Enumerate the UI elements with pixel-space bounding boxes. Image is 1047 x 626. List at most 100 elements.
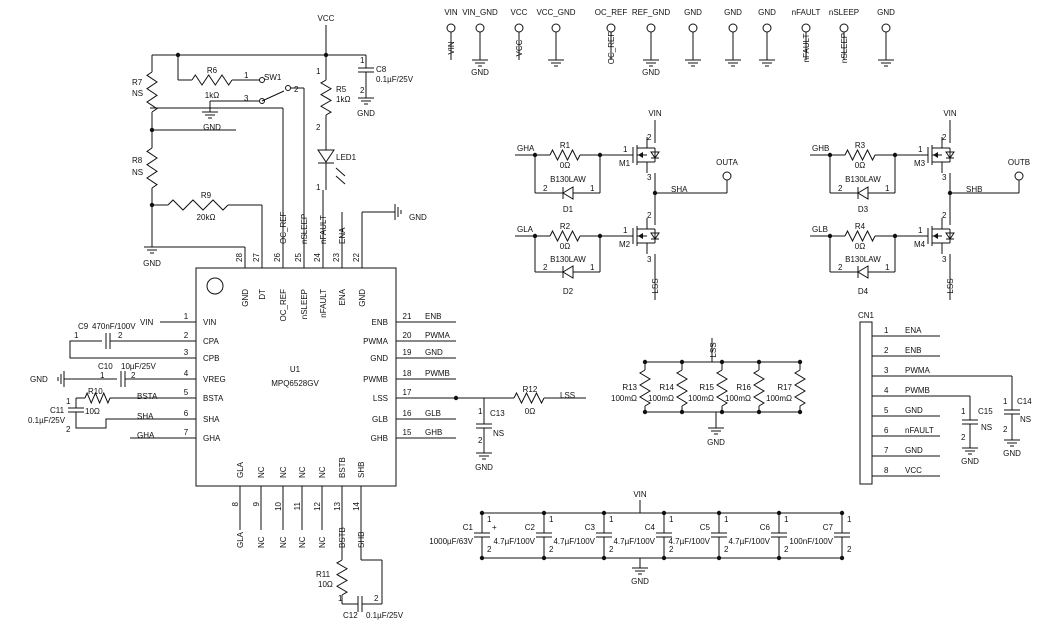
pin-number: 1 [847, 515, 852, 524]
polarity-mark: + [492, 523, 497, 532]
junction-dot [839, 555, 845, 561]
ref-r6: R6 [207, 66, 218, 75]
pin-name: GLA [236, 461, 245, 478]
net-label: PWMA [905, 366, 931, 375]
pin-name: NC [298, 466, 307, 478]
val-sense: 100mΩ [766, 394, 792, 403]
pin-number: 7 [884, 446, 889, 455]
ref-r5: R5 [336, 85, 347, 94]
led-icon [335, 167, 346, 177]
val-c15: NS [981, 423, 992, 432]
pin-number: 1 [918, 226, 923, 235]
val-sense: 100mΩ [688, 394, 714, 403]
val-c13: NS [493, 429, 504, 438]
val-res: 0Ω [855, 161, 865, 170]
header-label: REF_GND [632, 8, 670, 17]
gnd-label: GND [203, 123, 221, 132]
pin-number: 2 [1003, 425, 1008, 434]
pin-number: 3 [942, 173, 947, 182]
wire [69, 340, 160, 359]
net-label: GLA [236, 531, 245, 548]
connector-pin [551, 23, 561, 33]
junction-dot [892, 233, 898, 239]
val-c10: 10µF/25V [121, 362, 157, 371]
val-c11: 0.1µF/25V [28, 416, 66, 425]
mosfet-low [650, 232, 660, 240]
header-label: GND [758, 8, 776, 17]
pin-number: 2 [374, 594, 379, 603]
pin-name: OC_REF [279, 289, 288, 322]
val-res: 0Ω [560, 242, 570, 251]
net-label: VIN [447, 41, 456, 55]
val-r10: 10Ω [85, 407, 100, 416]
pin-name: GHB [371, 434, 388, 443]
gnd-label: GND [357, 109, 375, 118]
net-label: GND [471, 68, 489, 77]
net-label: SHB [357, 532, 366, 548]
net-label: GHA [137, 431, 155, 440]
header-label: OC_REF [595, 8, 628, 17]
pin-number: 19 [403, 348, 412, 357]
pin-number: 2 [647, 133, 652, 142]
pin-name: LSS [373, 394, 388, 403]
pin-number: 5 [184, 388, 189, 397]
ref-cn1: CN1 [858, 311, 875, 320]
net-label: SHB [966, 185, 982, 194]
pin-name: GHA [203, 434, 221, 443]
val-r12: 0Ω [525, 407, 535, 416]
ref-fet: M2 [619, 240, 631, 249]
pin-number: 3 [184, 348, 189, 357]
val-sense: 100mΩ [725, 394, 751, 403]
pin-name: SHB [357, 462, 366, 478]
resistor-r12 [513, 391, 545, 405]
net-label: LSS [946, 278, 955, 293]
resistor-gate [549, 229, 581, 243]
pin-number: 4 [184, 369, 189, 378]
ref-fet: M1 [619, 159, 631, 168]
net-label: NC [318, 536, 327, 548]
mosfet-high [638, 152, 643, 158]
header-label: VCC [511, 8, 528, 17]
net-label: nFAULT [802, 34, 811, 63]
pin-number: 1 [66, 397, 71, 406]
mosfet-low [638, 233, 643, 239]
val-c8: 0.1µF/25V [376, 75, 414, 84]
junction-dot [601, 555, 607, 561]
mosfet-high [650, 151, 660, 159]
pin-number: 2 [487, 545, 492, 554]
pin-name: GND [370, 354, 388, 363]
gnd-label: GND [1003, 449, 1021, 458]
ref-r8: R8 [132, 156, 143, 165]
pin-number: 28 [235, 253, 244, 262]
pin-number: 2 [669, 545, 674, 554]
pin-number: 2 [724, 545, 729, 554]
pin-name: BSTA [203, 394, 224, 403]
ref-sense: R15 [699, 383, 714, 392]
gnd-label: GND [631, 577, 649, 586]
ref-led1: LED1 [336, 153, 357, 162]
pin-name: ENB [372, 318, 388, 327]
ref-bulk: C5 [700, 523, 711, 532]
connector-cn1 [859, 321, 873, 485]
ref-sense: R16 [736, 383, 751, 392]
val-r5: 1kΩ [336, 95, 350, 104]
resistor-r9 [167, 199, 229, 211]
pin-number: 1 [1003, 397, 1008, 406]
pin-name: NC [279, 466, 288, 478]
resistor-sense [716, 369, 728, 407]
ref-c14: C14 [1017, 397, 1032, 406]
ref-res: R1 [560, 141, 571, 150]
val-r7: NS [132, 89, 143, 98]
net-label: LSS [560, 391, 575, 400]
diode-low [857, 265, 869, 279]
vin-label: VIN [648, 109, 662, 118]
resistor-gate [844, 148, 876, 162]
val-bulk: 100nF/100V [789, 537, 833, 546]
ref-c12: C12 [343, 611, 358, 620]
pin-number: 3 [647, 173, 652, 182]
net-label: GND [905, 406, 923, 415]
connector-pin [606, 23, 616, 33]
net-label: GHA [517, 144, 535, 153]
pin-number: 24 [313, 253, 322, 262]
net-label: ENA [905, 326, 922, 335]
